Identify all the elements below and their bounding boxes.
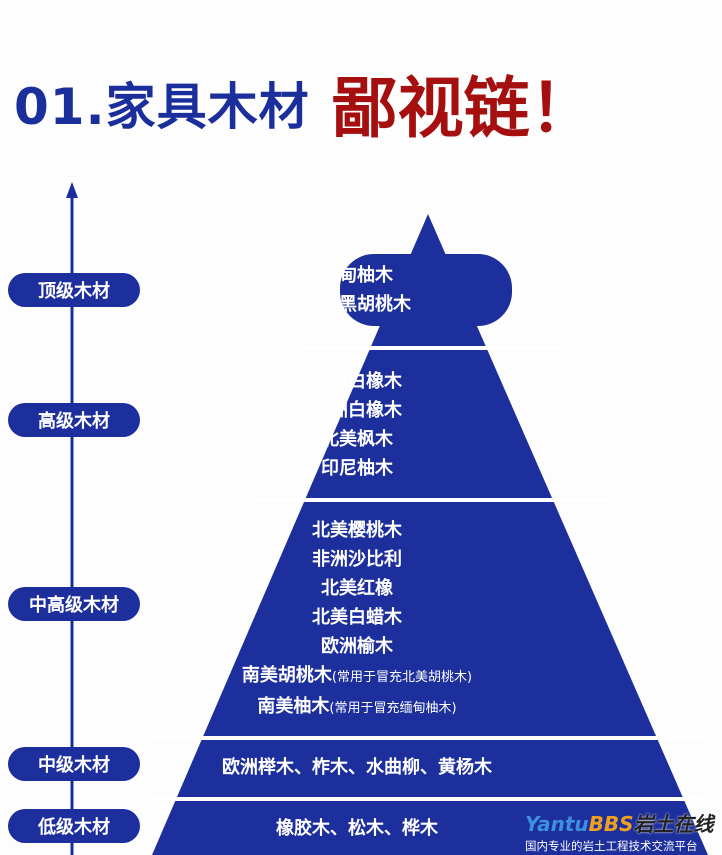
wood-name: 北美枫木 — [321, 429, 393, 450]
pyramid-cap — [340, 254, 512, 326]
wood-name: 印尼柚木 — [321, 458, 393, 479]
level-high: 高级木材 — [8, 403, 140, 437]
wood-name: 北美红橡 — [321, 578, 393, 599]
logo-cn: 岩土在线 — [633, 812, 714, 836]
wood-name: 缅甸柚木 — [321, 265, 393, 286]
logo-yantu: Yantu — [525, 812, 589, 836]
watermark: YantuBBS岩土在线 国内专业的岩土工程技术交流平台 — [525, 808, 714, 854]
wood-name: 非洲沙比利 — [312, 549, 402, 570]
wood-name: 南美胡桃木(常用于冒充北美胡桃木) — [0, 661, 718, 692]
wood-name: 北美白橡木 — [312, 371, 402, 392]
watermark-logo: YantuBBS岩土在线 — [525, 808, 714, 837]
page-title: 01.家具木材鄙视链！ — [14, 55, 596, 151]
wood-name: 南美柚木(常用于冒充缅甸柚木) — [0, 692, 718, 723]
pyramid — [152, 214, 708, 855]
logo-bbs: BBS — [588, 812, 634, 836]
divider — [250, 498, 610, 502]
wood-name-text: 南美柚木 — [257, 696, 330, 717]
wood-name: 欧洲榆木 — [321, 636, 393, 657]
divider — [300, 346, 560, 350]
tier-midhigh: 北美樱桃木 非洲沙比利 北美红橡 北美白蜡木 欧洲榆木 南美胡桃木(常用于冒充北… — [0, 516, 718, 723]
divider — [150, 736, 710, 740]
title-part1: 01.家具木材 — [14, 78, 310, 136]
level-low: 低级木材 — [8, 809, 140, 843]
tier-mid: 欧洲榉木、柞木、水曲柳、黄杨木 — [222, 757, 492, 778]
wood-name: 欧洲白橡木 — [312, 400, 402, 421]
divider — [150, 797, 710, 801]
wood-note: (常用于冒充缅甸柚木) — [329, 701, 457, 716]
wood-note: (常用于冒充北美胡桃木) — [331, 670, 473, 685]
level-top: 顶级木材 — [8, 273, 140, 307]
wood-name: 北美樱桃木 — [312, 520, 402, 541]
watermark-subtitle: 国内专业的岩土工程技术交流平台 — [525, 839, 698, 853]
level-midhigh: 中高级木材 — [8, 587, 140, 621]
tier-low: 橡胶木、松木、桦木 — [276, 818, 438, 839]
wood-name: 北美黑胡桃木 — [303, 294, 411, 315]
tier-high: 北美白橡木 欧洲白橡木 北美枫木 印尼柚木 — [0, 367, 718, 483]
wood-name-text: 南美胡桃木 — [241, 665, 332, 686]
title-part2: 鄙视链！ — [331, 70, 596, 147]
tier-top: 缅甸柚木 北美黑胡桃木 — [0, 261, 718, 319]
wood-name: 北美白蜡木 — [312, 607, 402, 628]
level-mid: 中级木材 — [8, 747, 140, 781]
axis-arrow-icon — [66, 182, 78, 198]
